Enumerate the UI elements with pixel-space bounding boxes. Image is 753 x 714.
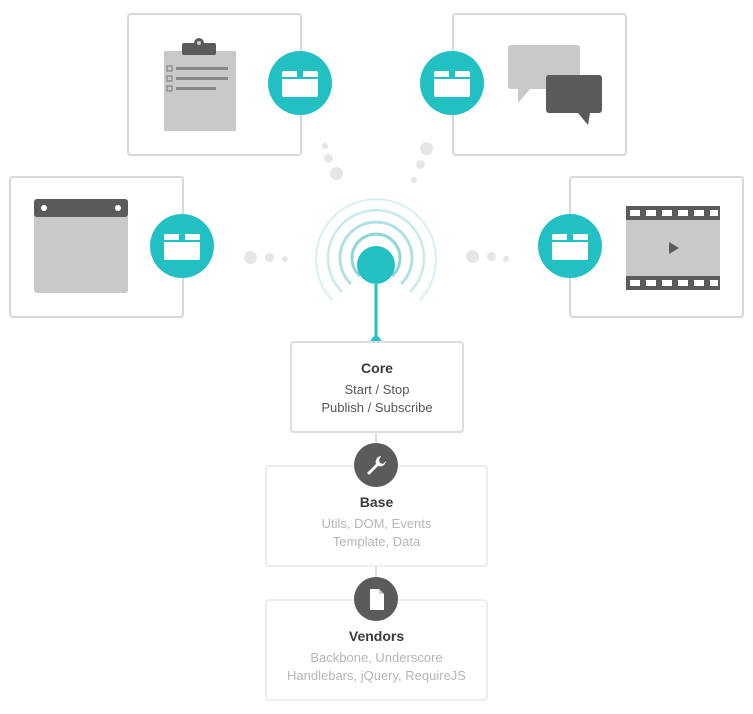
vendors-icon-badge (354, 577, 398, 621)
clipboard-module-badge (268, 51, 332, 115)
connector-dot (503, 256, 509, 262)
film-strip-icon (626, 206, 720, 290)
document-icon (370, 589, 384, 610)
vendors-line-1: Backbone, Underscore (310, 650, 443, 665)
video-module-badge (538, 214, 602, 278)
vendors-title: Vendors (348, 628, 405, 644)
connector-dot (466, 250, 479, 263)
broadcast-signal-icon (315, 198, 437, 346)
connector-dot (420, 142, 433, 155)
base-line-2: Template, Data (332, 534, 421, 549)
connector-dot (324, 154, 333, 163)
connector-dot (282, 256, 288, 262)
wrench-icon (367, 456, 386, 475)
core-line-1: Start / Stop (344, 382, 410, 397)
connector-dot (265, 253, 274, 262)
package-box-icon (282, 71, 318, 97)
base-title: Base (359, 494, 394, 510)
vendors-line-2: Handlebars, jQuery, RequireJS (287, 668, 466, 683)
core-line-2: Publish / Subscribe (321, 400, 433, 415)
core-layer: Core Start / Stop Publish / Subscribe (290, 341, 464, 433)
core-title: Core (361, 360, 393, 376)
clipboard-module (127, 13, 302, 156)
browser-window-icon (34, 199, 128, 293)
connector-dot (244, 251, 257, 264)
base-layer: Base Utils, DOM, Events Template, Data (265, 465, 488, 567)
base-icon-badge (354, 443, 398, 487)
chat-module-badge (420, 51, 484, 115)
package-box-icon (552, 234, 588, 260)
video-module (569, 176, 744, 318)
base-line-1: Utils, DOM, Events (321, 516, 432, 531)
chat-bubbles-icon (508, 45, 602, 125)
package-box-icon (434, 71, 470, 97)
connector-dot (322, 143, 328, 149)
connector-dot (330, 167, 343, 180)
connector-dot (416, 160, 425, 169)
package-box-icon (164, 234, 200, 260)
browser-window-module-badge (150, 214, 214, 278)
connector-dot (411, 177, 417, 183)
clipboard-icon (164, 38, 236, 131)
connector-dot (487, 252, 496, 261)
